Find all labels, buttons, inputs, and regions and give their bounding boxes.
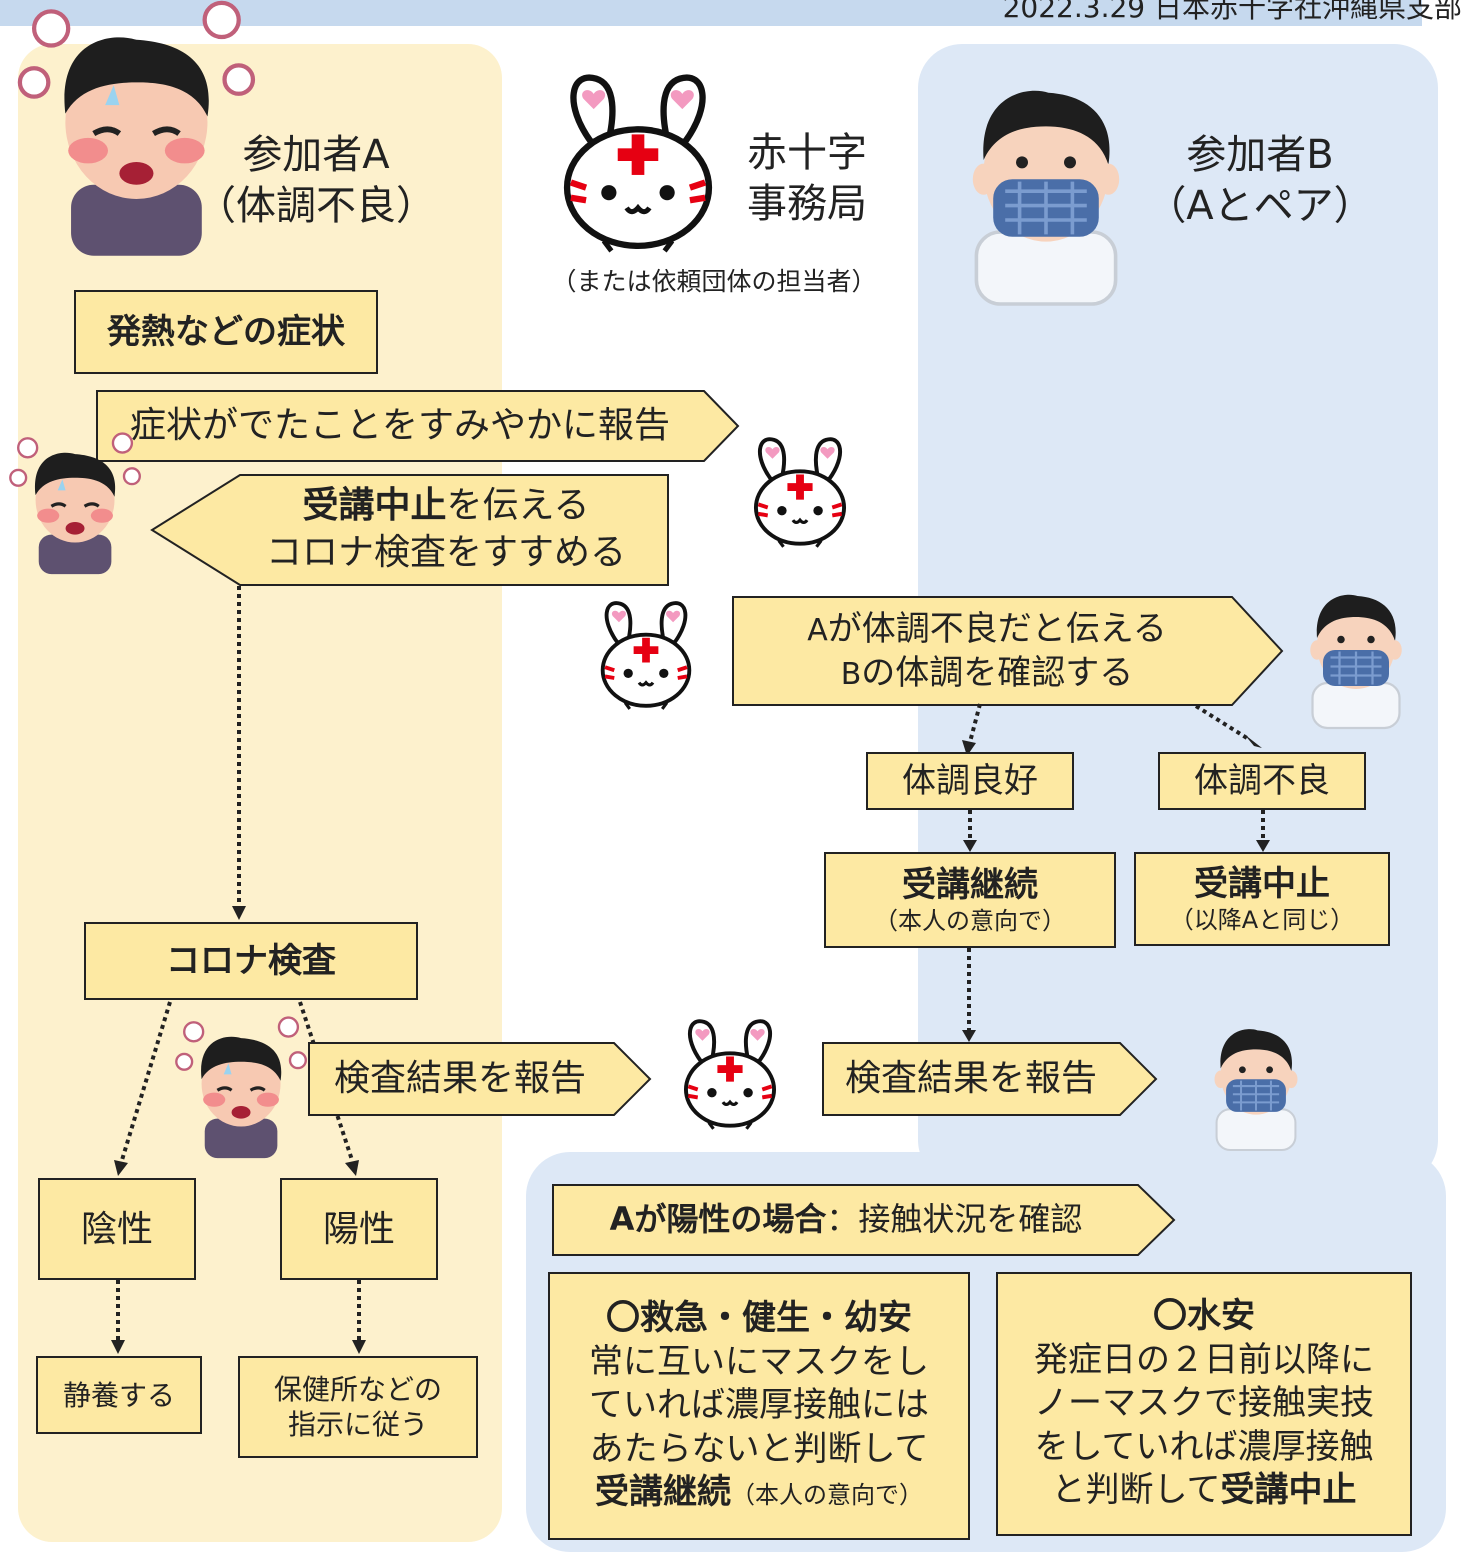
case2-bold: 受講中止 xyxy=(1220,1470,1357,1511)
case2-line1: 発症日の２日前以降に xyxy=(1034,1339,1374,1380)
report-symptoms-arrow xyxy=(96,390,740,462)
report-result-arrow-b xyxy=(822,1042,1158,1116)
case2-line4: と判断して xyxy=(1051,1470,1221,1511)
masked-participant-b-small-icon xyxy=(1309,593,1403,730)
case1-line3: あたらないと判断して xyxy=(589,1428,929,1469)
masked-participant-b-illustration xyxy=(970,88,1121,306)
if-positive-arrow xyxy=(552,1184,1176,1256)
positive-text: 陽性 xyxy=(322,1208,395,1250)
recommend-test-text: コロナ検査をすすめる xyxy=(265,532,626,573)
case1-line2: ていれば濃厚接触には xyxy=(589,1385,929,1426)
participant-a-name: 参加者A xyxy=(242,132,390,178)
rest-text: 静養する xyxy=(62,1378,175,1412)
flow-connectors-b-condition xyxy=(962,703,1262,756)
flow-connectors-results-actions xyxy=(111,1280,366,1354)
stop-course-box: 受講中止 （以降Aと同じ） xyxy=(1134,852,1390,946)
office-label-line2: 事務局 xyxy=(747,181,867,228)
case2-title: 〇水安 xyxy=(1153,1296,1255,1337)
continue-course-box: 受講継続 （本人の意向で） xyxy=(824,852,1116,948)
office-label-line1: 赤十字 xyxy=(747,130,867,176)
continue-course-note: （本人の意向で） xyxy=(874,907,1066,936)
positive-box: 陽性 xyxy=(280,1178,438,1280)
sick-participant-a-small-icon xyxy=(8,432,142,576)
date-caption: 2022.3.29 日本赤十字社沖縄県支部 xyxy=(1002,0,1462,24)
negative-text: 陰性 xyxy=(80,1208,153,1250)
follow-instructions-box: 保健所などの 指示に従う xyxy=(238,1356,478,1458)
stop-notice-bold: 受講中止 xyxy=(302,485,447,527)
continue-course-title: 受講継続 xyxy=(902,864,1038,905)
flow-connectors-condition-decision xyxy=(963,810,1270,852)
redcross-rabbit-mascot xyxy=(538,66,738,256)
redcross-rabbit-small-icon-2 xyxy=(600,601,692,711)
follow-instructions-line1: 保健所などの xyxy=(273,1373,442,1406)
stop-notice-text: 受講中止を伝える コロナ検査をすすめる xyxy=(230,478,662,582)
tell-b-b-letter: B xyxy=(840,657,862,692)
case1-bold: 受講継続 xyxy=(595,1472,731,1513)
rest-box: 静養する xyxy=(36,1356,202,1434)
symptoms-box: 発熱などの症状 xyxy=(74,290,378,374)
negative-box: 陰性 xyxy=(38,1178,196,1280)
participant-b-status: （Aとペア） xyxy=(1146,183,1374,230)
good-condition-text: 体調良好 xyxy=(902,760,1038,801)
participant-b-name: 参加者B xyxy=(1186,132,1334,178)
if-positive-rest: ：接触状況を確認 xyxy=(826,1200,1083,1239)
tell-b-text: Aが体調不良だと伝える Bの体調を確認する xyxy=(740,600,1234,702)
report-symptoms-text: 症状がでたことをすみやかに報告 xyxy=(129,404,670,446)
office-note: （または依頼団体の担当者） xyxy=(551,267,877,296)
report-result-text-b: 検査結果を報告 xyxy=(844,1057,1097,1099)
case1-line1: 常に互いにマスクをし xyxy=(589,1341,929,1382)
masked-participant-b-small-icon-2 xyxy=(1213,1028,1299,1152)
bad-condition-text: 体調不良 xyxy=(1194,760,1330,801)
stop-course-title: 受講中止 xyxy=(1194,863,1330,904)
corona-test-box: コロナ検査 xyxy=(84,922,418,1000)
redcross-rabbit-small-icon-3 xyxy=(683,1019,777,1131)
redcross-rabbit-small-icon xyxy=(753,437,847,549)
case-kyukyu-box: 〇救急・健生・幼安 常に互いにマスクをし ていれば濃厚接触には あたらないと判断… xyxy=(548,1272,970,1540)
case2-line3: をしていれば濃厚接触 xyxy=(1034,1426,1374,1467)
corona-test-text: コロナ検査 xyxy=(166,940,336,981)
case1-note: （本人の意向で） xyxy=(731,1481,923,1510)
follow-instructions-line2: 指示に従う xyxy=(287,1408,428,1441)
case1-title: 〇救急・健生・幼安 xyxy=(606,1298,912,1339)
case-suian-box: 〇水安 発症日の２日前以降に ノーマスクで接触実技 をしていれば濃厚接触 と判断… xyxy=(996,1272,1412,1536)
case2-line2: ノーマスクで接触実技 xyxy=(1034,1383,1374,1424)
report-result-arrow-a xyxy=(308,1042,652,1116)
stop-notice-arrow xyxy=(150,474,669,586)
bad-condition-box: 体調不良 xyxy=(1158,752,1366,810)
tell-b-line2-rest: の体調を確認する xyxy=(861,653,1134,693)
stop-notice-rest: を伝える xyxy=(446,485,590,527)
flow-connector-to-test xyxy=(232,586,246,920)
symptoms-text: 発熱などの症状 xyxy=(107,311,345,352)
flow-connector-to-report-b xyxy=(962,948,976,1042)
stop-course-note: （以降Aと同じ） xyxy=(1169,906,1355,935)
tell-b-arrow xyxy=(732,596,1284,706)
participant-a-status: （体調不良） xyxy=(196,183,436,230)
tell-b-line1-rest: が体調不良だと伝える xyxy=(827,608,1167,649)
tell-b-a-letter: A xyxy=(807,612,828,648)
report-result-text-a: 検査結果を報告 xyxy=(333,1057,586,1099)
if-positive-text: Aが陽性の場合：接触状況を確認 xyxy=(556,1186,1136,1254)
good-condition-box: 体調良好 xyxy=(866,752,1074,810)
sick-participant-a-small-icon-2 xyxy=(174,1015,308,1160)
if-positive-bold: Aが陽性の場合 xyxy=(609,1200,827,1239)
